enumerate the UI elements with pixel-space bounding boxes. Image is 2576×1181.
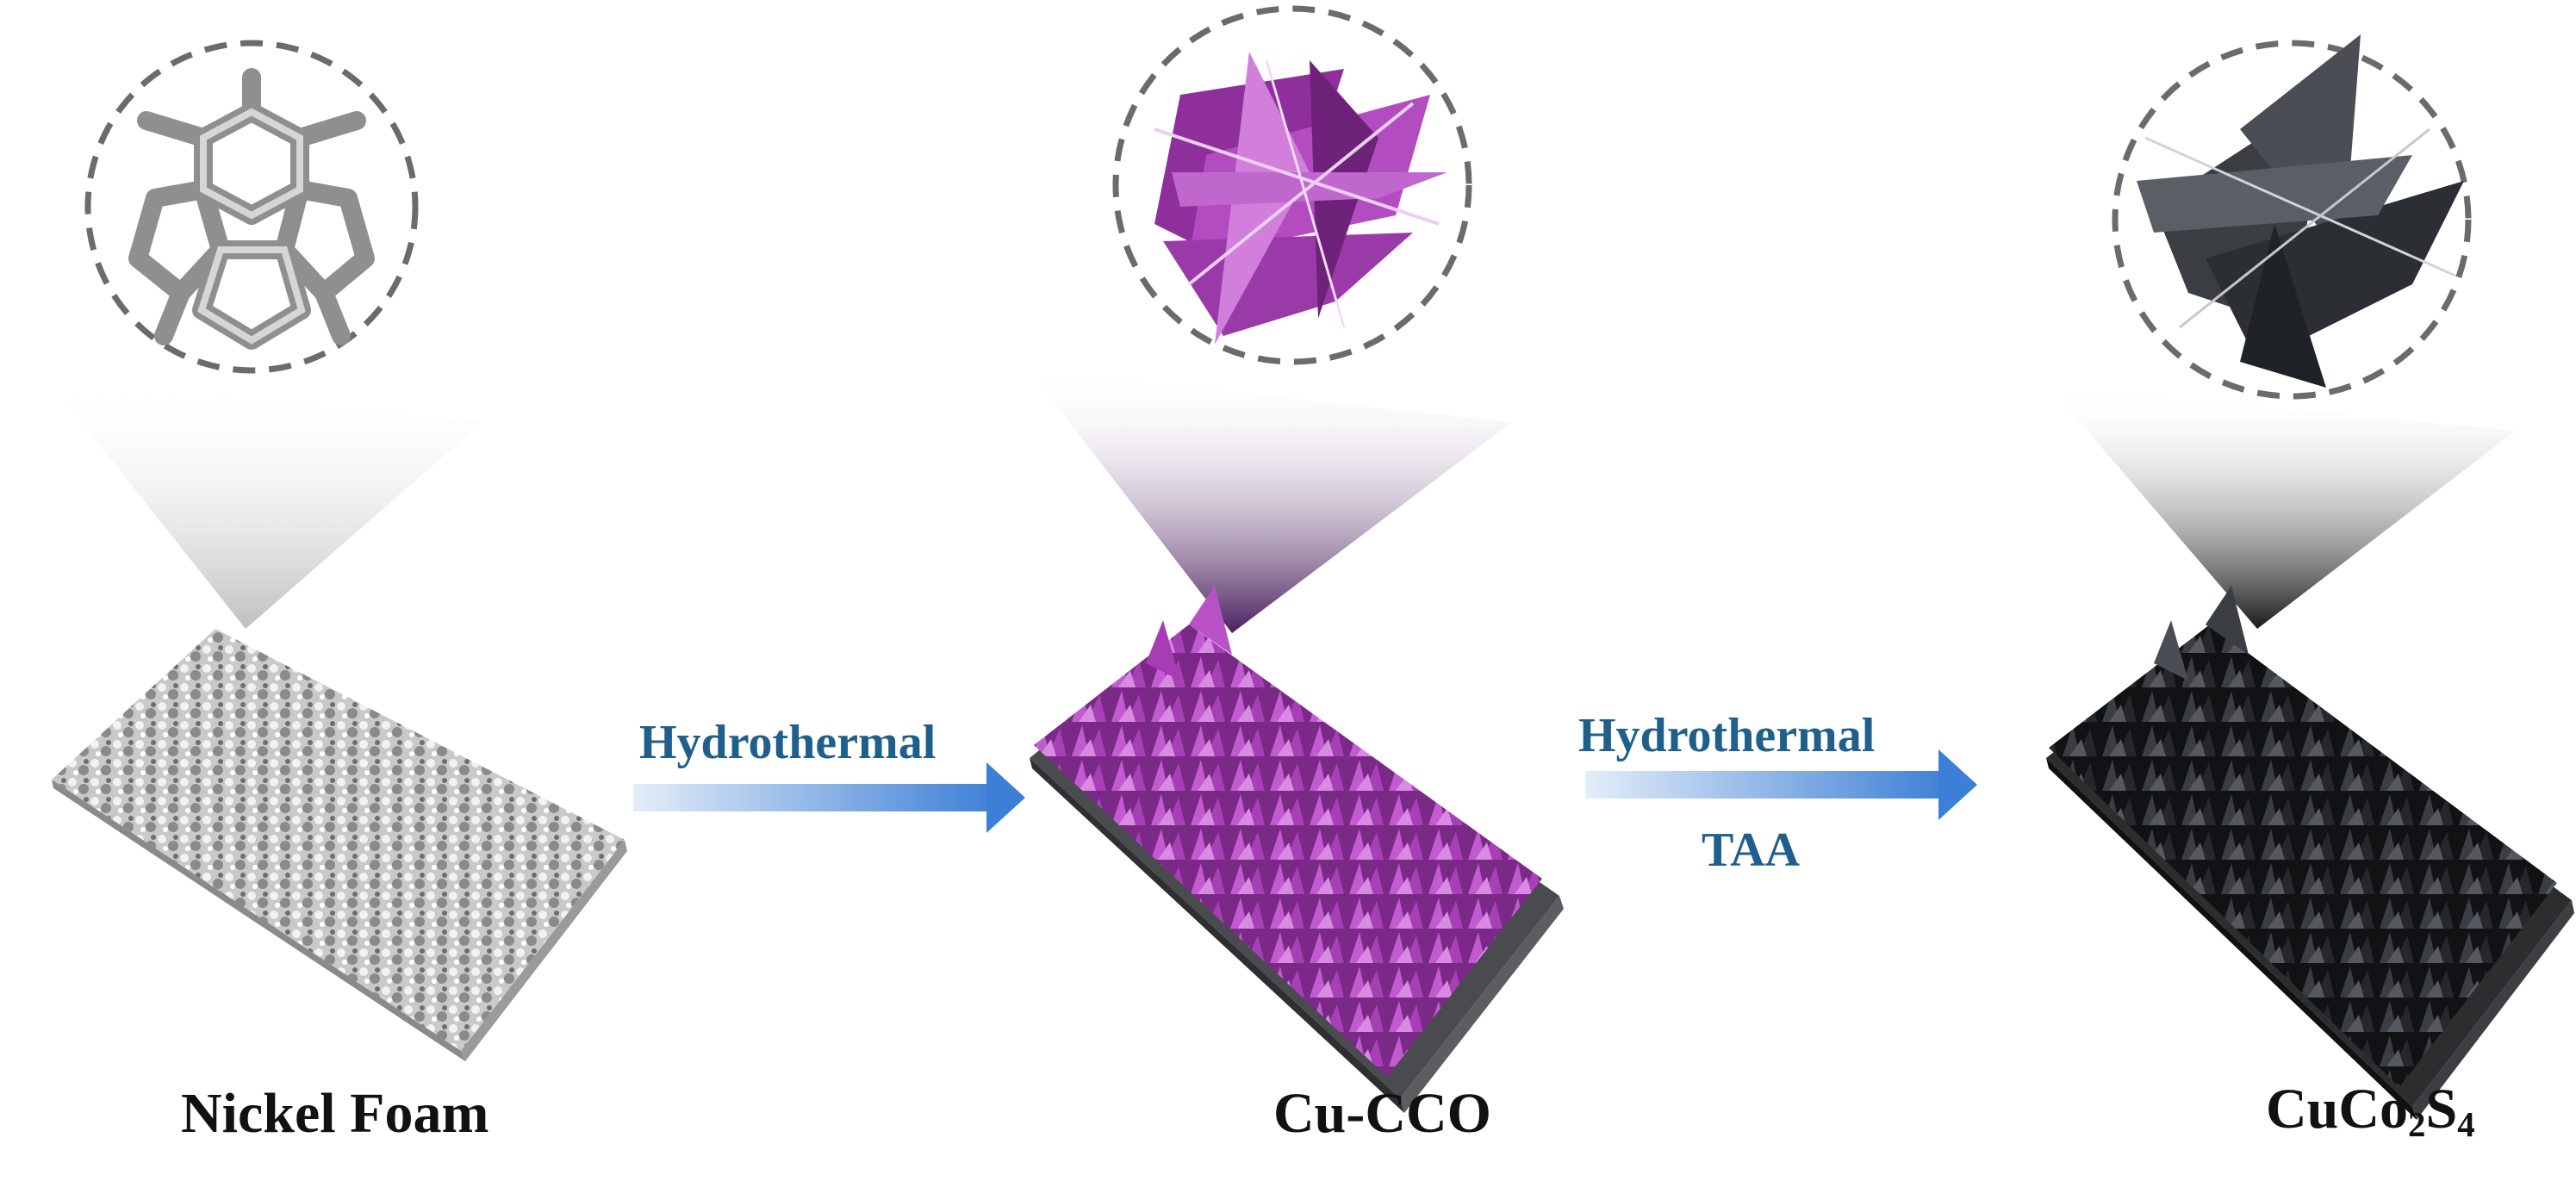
step-1-label: Hydrothermal — [639, 716, 936, 769]
cu-cco-zoom-circle — [1112, 5, 1472, 365]
nickel-foam-substrate — [52, 629, 627, 1061]
nanosheet-cluster-icon — [1154, 52, 1447, 345]
cuco2s4-zoom-circle — [2112, 34, 2472, 400]
cuco2s4-label: CuCo2S4 — [2266, 1078, 2475, 1145]
cuco2s4-substrate — [2046, 586, 2574, 1120]
cuco2s4-zoom-cone — [2050, 388, 2516, 629]
nickel-foam-label: Nickel Foam — [181, 1082, 489, 1145]
step-2-reagent-label: TAA — [1702, 824, 1801, 877]
hydrothermal-arrow-1 — [633, 762, 1025, 833]
nickel-foam-zoom-cone — [47, 379, 482, 629]
sulfide-nanosheet-icon — [2137, 34, 2464, 388]
cu-cco-substrate — [1030, 586, 1564, 1113]
hydrothermal-arrow-2 — [1585, 749, 1977, 820]
step-2-label: Hydrothermal — [1578, 709, 1876, 762]
cu-cco-label: Cu-CCO — [1273, 1082, 1492, 1145]
cu-cco-zoom-cone — [1030, 370, 1512, 633]
nickel-foam-zoom-circle — [84, 40, 419, 374]
